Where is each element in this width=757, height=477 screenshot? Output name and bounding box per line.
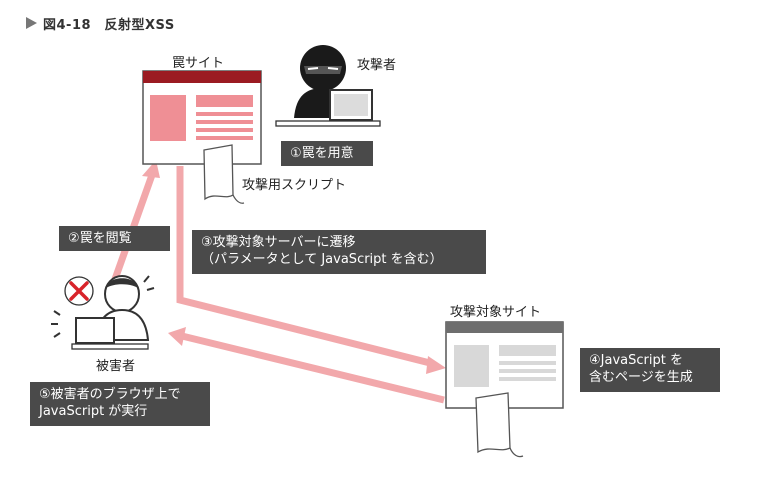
- step-3-box: ③攻撃対象サーバーに遷移 （パラメータとして JavaScript を含む）: [192, 230, 486, 274]
- figure-title-text: 図4-18 反射型XSS: [43, 17, 175, 33]
- attacker-label: 攻撃者: [357, 58, 397, 73]
- flow-arrows: [110, 160, 446, 404]
- step-4-line2: 含むページを生成: [589, 370, 693, 385]
- step-1-box: ①罠を用意: [281, 141, 373, 166]
- figure-title: 図4-18 反射型XSS: [26, 12, 175, 34]
- step-2-box: ②罠を閲覧: [59, 226, 170, 251]
- target-scroll-icon: [475, 392, 524, 458]
- script-scroll-icon: [203, 144, 245, 204]
- step-3-line2: （パラメータとして JavaScript を含む）: [201, 252, 443, 267]
- red-x-icon: [64, 276, 94, 306]
- target-site-label: 攻撃対象サイト: [450, 305, 542, 320]
- step-5-line2: JavaScript が実行: [39, 404, 148, 419]
- arrow-target-to-victim: [181, 332, 445, 404]
- step-5-box: ⑤被害者のブラウザ上で JavaScript が実行: [30, 382, 210, 426]
- arrow-target-to-victim-head: [168, 327, 186, 346]
- step-4-line1: ④JavaScript を: [589, 353, 683, 368]
- step-3-line1: ③攻撃対象サーバーに遷移: [201, 235, 356, 250]
- step-4-box: ④JavaScript を 含むページを生成: [580, 348, 720, 392]
- trap-site-window: [142, 70, 262, 165]
- arrow-trap-to-target-head: [426, 356, 446, 374]
- trap-site-label: 罠サイト: [172, 56, 225, 71]
- step-2-text: ②罠を閲覧: [68, 231, 132, 246]
- step-5-line1: ⑤被害者のブラウザ上で: [39, 387, 181, 402]
- step-1-text: ①罠を用意: [290, 146, 354, 161]
- worried-user-icon: [51, 275, 155, 350]
- attack-script-label: 攻撃用スクリプト: [242, 178, 347, 193]
- title-triangle-icon: [26, 17, 37, 29]
- victim-label: 被害者: [96, 359, 136, 374]
- masked-hacker-icon: [275, 45, 381, 127]
- arrow-trap-to-target: [176, 166, 435, 368]
